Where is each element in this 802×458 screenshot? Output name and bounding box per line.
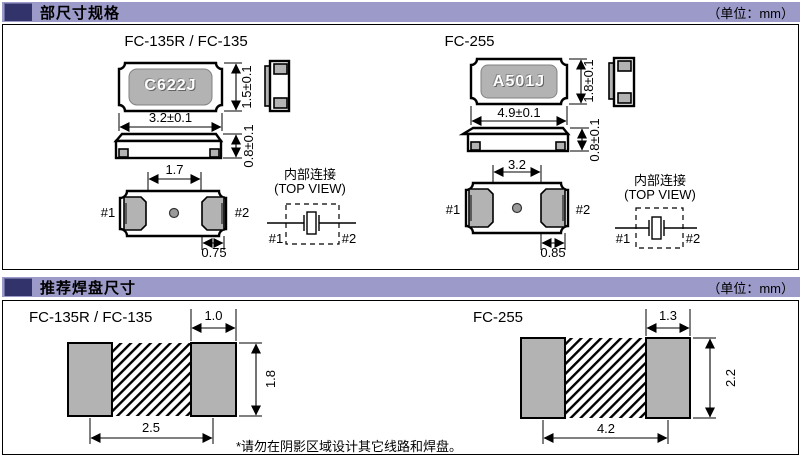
fc135-conn-title: 内部连接: [283, 167, 336, 182]
fc255-pin1-label: #1: [445, 202, 461, 217]
fc255-land-span: 4.2: [596, 421, 616, 436]
unit-label: （单位：mm）: [707, 280, 794, 296]
fc255-land-title: FC-255: [473, 309, 524, 326]
fc255-conn-pin1: #1: [615, 231, 631, 246]
fc135-thickness-dim: [223, 133, 242, 159]
fc135-conn-pin2: #2: [341, 231, 357, 246]
section-header-outline: 部尺寸规格 （单位：mm）: [2, 2, 800, 22]
outline-line-art: [113, 56, 697, 250]
fc135-land-pad-right: [190, 342, 237, 417]
fc255-land-pad-left: [520, 337, 566, 419]
fc255-land-pattern: [520, 309, 716, 444]
fc255-dim-inner-span: 3.2: [507, 157, 527, 172]
section-marker-icon: [4, 278, 32, 296]
fc135-inner-span-dim: [147, 172, 202, 191]
fc255-bottom-view: [464, 181, 570, 235]
fc255-marking: A501J: [492, 73, 546, 90]
outline-drawings-panel: FC-135R / FC-135 C622J 3.2±0.1 1.5±0.1 0…: [2, 24, 799, 270]
fc135-land-pad-height: 1.8: [263, 369, 278, 389]
fc135-land-span: 2.5: [141, 420, 161, 435]
fc135-dim-height: 1.5±0.1: [239, 65, 254, 109]
fc255-inner-span-dim: [492, 165, 542, 183]
fc255-keepout-hatch: [565, 338, 646, 418]
fc135-dim-inner-span: 1.7: [165, 162, 184, 177]
fc255-dim-width: 4.9±0.1: [497, 105, 541, 120]
fc135-title: FC-135R / FC-135: [124, 33, 248, 50]
fc135-width-dim: [118, 113, 223, 132]
section-title: 推荐焊盘尺寸: [40, 279, 137, 297]
fc255-pad-width-dim: [540, 233, 566, 250]
fc255-land-pad-height: 2.2: [723, 368, 738, 388]
land-pattern-panel: FC-135R / FC-135 1.0 1.8 2.5 FC-255 1.3 …: [2, 300, 799, 455]
fc255-end-view: [608, 56, 636, 108]
section-title: 部尺寸规格: [40, 4, 121, 22]
section-header-land: 推荐焊盘尺寸 （单位：mm）: [2, 277, 800, 297]
fc255-dim-pad-width: 0.85: [540, 245, 566, 260]
fc255-land-pad-width: 1.3: [658, 308, 678, 323]
fc255-height-dim: [569, 58, 587, 105]
fc135-pin2-label: #2: [234, 205, 250, 220]
fc135-internal-connection: [267, 203, 356, 245]
fc135-conn-subtitle: (TOP VIEW): [274, 181, 346, 196]
fc135-pin1-label: #1: [100, 205, 116, 220]
fc135-dim-thickness: 0.8±0.1: [241, 124, 256, 168]
fc135-top-view: [117, 61, 224, 113]
fc135-land-pad-width: 1.0: [204, 308, 223, 323]
fc255-land-pad-right: [645, 337, 691, 419]
fc135-keepout-hatch: [112, 343, 191, 416]
fc255-internal-connection: [615, 207, 697, 249]
fc135-side-view: [113, 132, 224, 160]
land-line-art: [67, 309, 716, 444]
fc135-land-pattern: [67, 309, 262, 444]
fc135-bottom-view: [118, 189, 228, 238]
fc255-pin2-label: #2: [575, 202, 591, 217]
fc255-conn-title: 内部连接: [633, 173, 686, 188]
fc255-top-view: [469, 57, 569, 106]
fc135-dim-pad-width: 0.75: [201, 245, 227, 260]
fc255-conn-subtitle: (TOP VIEW): [624, 187, 696, 202]
fc135-dim-width: 3.2±0.1: [148, 110, 193, 125]
fc135-land-pad-left: [67, 342, 113, 417]
unit-label: （单位：mm）: [707, 5, 794, 21]
fc255-dim-thickness: 0.8±0.1: [587, 118, 602, 162]
keepout-note: *请勿在阴影区域设计其它线路和焊盘。: [236, 439, 463, 454]
fc255-title: FC-255: [444, 33, 495, 50]
fc135-height-dim: [224, 62, 242, 112]
fc135-conn-pin1: #1: [268, 231, 284, 246]
fc135-end-view: [264, 59, 291, 113]
fc255-side-view: [458, 126, 571, 153]
fc255-width-dim: [470, 106, 568, 126]
fc255-thickness-dim: [570, 127, 589, 152]
fc135-marking: C622J: [144, 77, 197, 94]
fc135-land-title: FC-135R / FC-135: [29, 309, 153, 326]
fc255-dim-height: 1.8±0.1: [581, 59, 596, 103]
fc135-pad-width-dim: [201, 236, 225, 250]
section-marker-icon: [4, 3, 32, 21]
fc255-conn-pin2: #2: [685, 231, 701, 246]
